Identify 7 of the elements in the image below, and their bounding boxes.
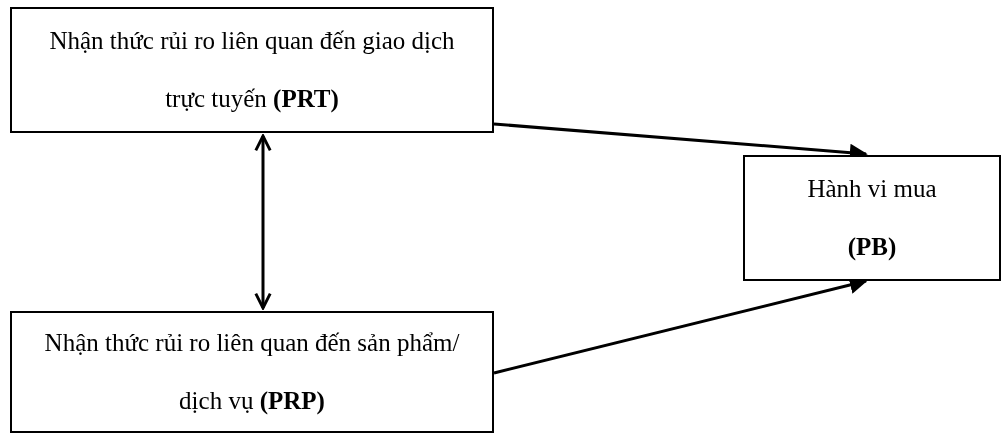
process-box: [743, 155, 1001, 281]
box-text: Nhận thức rủi ro liên quan đến sản phẩm/ dịch vụ (PRP): [43, 328, 461, 417]
box-text: Nhận thức rủi ro liên quan đến giao dịch trực tuyến (PRT): [48, 26, 456, 115]
arrow: [254, 134, 272, 310]
process-box: [10, 7, 494, 133]
box-text: Hành vi mua (PB): [806, 174, 938, 262]
process-box: [10, 311, 494, 433]
